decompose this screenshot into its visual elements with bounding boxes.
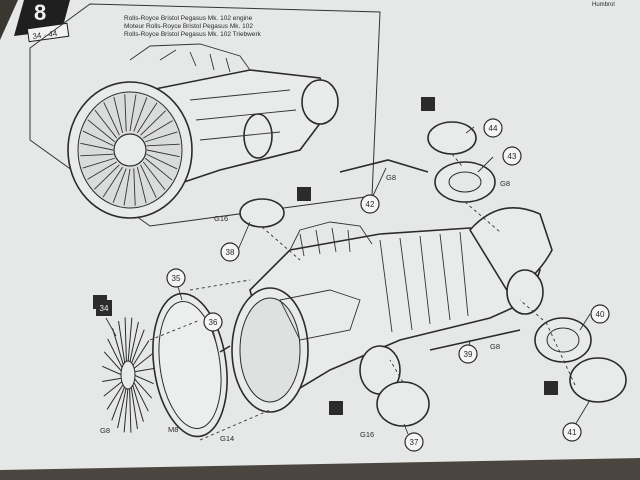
inset-title-en: Rolls-Royce Bristol Pegasus Mk. 102 engi… — [124, 15, 253, 22]
fan-blade — [124, 317, 127, 364]
callout-number: 40 — [596, 310, 605, 319]
paint-m8: M8 — [168, 425, 178, 434]
brand-corner: Humbrol — [592, 2, 615, 8]
callout-number: 36 — [209, 318, 218, 327]
paint-g8-ring43: G8 — [500, 179, 510, 188]
callout-number: 44 — [489, 124, 498, 133]
callout-37: 37 — [404, 432, 424, 452]
fan-blade — [131, 340, 150, 367]
fan-blade — [127, 317, 133, 364]
fan-blade — [133, 374, 154, 385]
callout-44: 44 — [483, 118, 503, 138]
part-34-fan — [102, 317, 154, 433]
fan-blade — [130, 385, 138, 430]
fan-blade — [103, 351, 123, 373]
paint-g14: G14 — [220, 434, 234, 443]
fan-blade — [102, 377, 123, 382]
callout-38: 38 — [220, 242, 240, 262]
part-42-rod — [339, 159, 429, 173]
paint-g8-rod39: G8 — [490, 342, 500, 351]
paint-g16-cap37: G16 — [360, 430, 374, 439]
step-marker-square — [421, 97, 435, 111]
callout-number: 37 — [410, 438, 419, 447]
callout-34: 34 — [96, 300, 112, 316]
part-43-hole — [448, 171, 482, 193]
fan-blade — [111, 385, 126, 421]
callout-number: 39 — [464, 350, 473, 359]
paper-shadow — [0, 458, 640, 480]
fan-blade — [133, 377, 153, 399]
part-41-cap — [569, 357, 627, 403]
inset-title-de: Rolls-Royce Bristol Pegasus Mk. 102 Trie… — [124, 31, 262, 38]
callout-number: 41 — [568, 428, 577, 437]
callout-number: 38 — [226, 248, 235, 257]
paint-g8-fan: G8 — [100, 426, 110, 435]
step-number: 8 — [34, 0, 46, 25]
part-37-cap — [376, 381, 430, 427]
paint-g8-rod42: G8 — [386, 173, 396, 182]
callout-39: 39 — [458, 344, 478, 364]
callout-number: 34 — [100, 304, 109, 313]
part-35-inner — [158, 300, 222, 430]
callout-35: 35 — [166, 268, 186, 288]
callout-layer: 34 35 36 37 38 39 40 41 42 43 44 — [93, 97, 610, 452]
part-39-rod — [429, 329, 521, 351]
fan-hub — [120, 360, 136, 390]
callout-number: 35 — [172, 274, 181, 283]
fan-blade — [130, 329, 145, 365]
callout-36: 36 — [203, 312, 223, 332]
inset-title-fr: Moteur Rolls-Royce Bristol Pegasus Mk. 1… — [124, 23, 253, 30]
fan-blade — [117, 386, 127, 429]
step-marker-square — [297, 187, 311, 201]
callout-41: 41 — [562, 422, 582, 442]
paint-g16-cap38: G16 — [214, 214, 228, 223]
fan-blade — [129, 321, 139, 364]
fan-blade — [132, 353, 153, 370]
fan-blade — [102, 365, 123, 376]
step-marker-square — [544, 381, 558, 395]
fan-blade — [106, 383, 125, 410]
part-36-pin — [219, 345, 231, 353]
fan-blade — [132, 380, 149, 412]
step-marker-square — [329, 401, 343, 415]
guide-lines — [149, 153, 576, 441]
fan-blade — [118, 320, 126, 365]
fan-blade — [133, 368, 154, 373]
callout-number: 42 — [366, 200, 375, 209]
main-engine — [231, 207, 553, 413]
part-40-hole — [546, 327, 580, 353]
callout-43: 43 — [502, 146, 522, 166]
callout-40: 40 — [590, 304, 610, 324]
fan-blade — [103, 380, 124, 397]
inset-engine — [67, 43, 339, 219]
callout-42: 42 — [360, 194, 380, 214]
fan-blade — [129, 386, 132, 433]
part-38-cap — [239, 198, 285, 228]
fan-blade — [131, 383, 144, 422]
fan-blade — [112, 328, 125, 367]
callout-number: 43 — [508, 152, 517, 161]
part-44-cap — [427, 121, 477, 155]
fan-blade — [107, 338, 124, 370]
fan-blade — [123, 386, 129, 433]
